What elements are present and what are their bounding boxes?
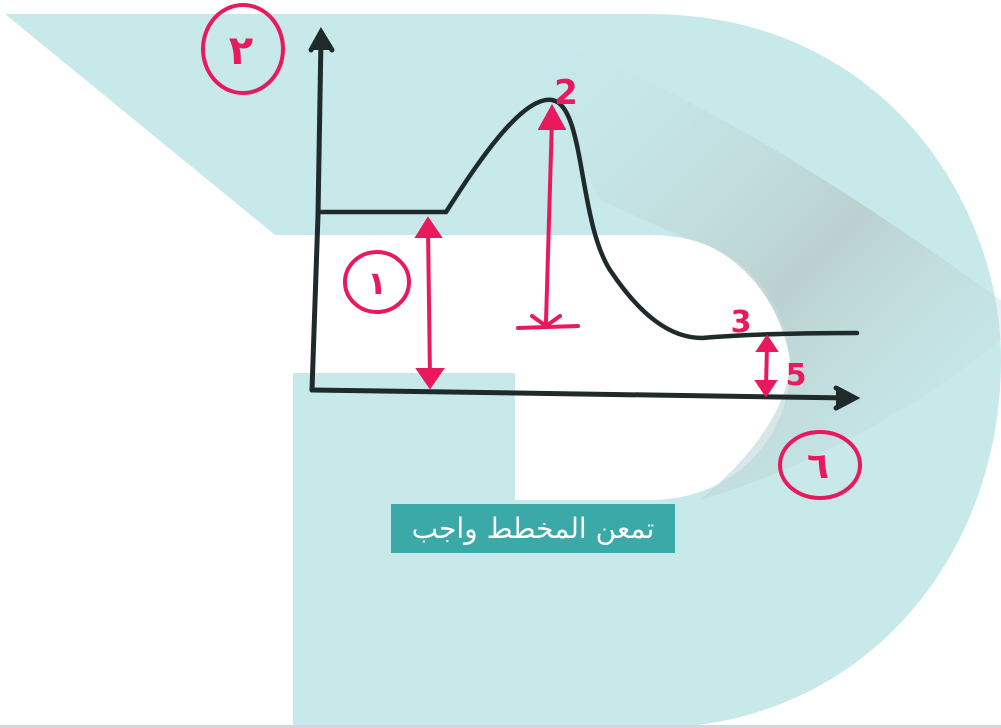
bottom-divider [0, 725, 1001, 728]
annotation-arrows [414, 103, 779, 398]
x-axis-label-circle [778, 430, 862, 500]
arrow-2-head [537, 103, 567, 130]
label-3: 3 [731, 305, 752, 340]
arrow-1-head-bottom [415, 368, 445, 390]
y-axis-label: ٢ [229, 28, 253, 74]
arrow-2-base-marks [530, 314, 562, 329]
x-axis-arrowhead [833, 385, 861, 411]
label-texts: ٢ ١ ٦ 2 3 5 [229, 28, 829, 487]
circled-labels [201, 3, 862, 500]
label-5: 5 [786, 358, 807, 393]
label-1-circle [343, 250, 411, 314]
arrow-5-head-top [755, 334, 779, 352]
caption-banner: تمعن المخطط واجب [391, 504, 675, 553]
label-1: ١ [367, 264, 387, 302]
label-2: 2 [554, 73, 578, 113]
axes [308, 27, 861, 411]
x-axis-label: ٦ [807, 446, 829, 487]
arrow-1-shaft [426, 226, 432, 380]
arrow-5-head-bottom [754, 380, 778, 398]
watermark-d-shadow [520, 30, 1001, 500]
y-axis-arrowhead [308, 27, 335, 53]
arrow-2-shaft [544, 116, 554, 324]
y-axis-line [309, 35, 324, 393]
y-axis-label-circle [201, 3, 285, 95]
energy-curve [317, 97, 860, 341]
watermark-logo [5, 14, 1001, 728]
arrow-1-head-top [414, 216, 443, 238]
x-axis-line [309, 387, 853, 401]
